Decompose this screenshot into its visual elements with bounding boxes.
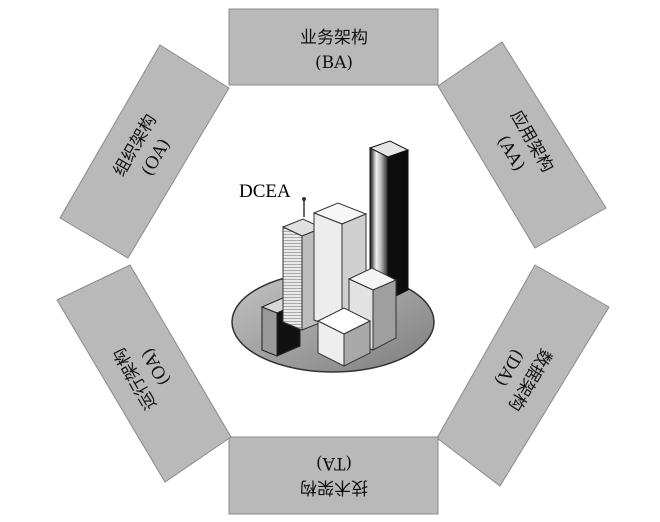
segment-oa-run: 运行架构 (OA): [56, 264, 232, 483]
segment-ba-abbr: (BA): [315, 53, 353, 73]
segment-ta-abbr: (TA): [316, 453, 352, 473]
segment-oa-org-shape: [59, 44, 230, 259]
segment-aa: 应用架构 (AA): [437, 41, 607, 249]
building-tall-tower: [368, 140, 410, 301]
segment-aa-shape: [437, 41, 607, 249]
segment-ba-shape: [228, 8, 439, 86]
segment-ta-name: 技术架构: [300, 477, 368, 497]
segment-oa-run-shape: [56, 264, 232, 483]
segment-ba: 业务架构 (BA): [228, 8, 439, 86]
segment-ta-shape: [228, 436, 439, 515]
city-illustration: [231, 140, 435, 373]
segment-oa-org: 组织架构 (OA): [59, 44, 230, 259]
segment-da: 数据架构 (DA): [436, 264, 610, 487]
building-front-cube: [316, 307, 372, 367]
segment-ta: 技术架构 (TA): [228, 436, 439, 515]
segment-da-shape: [436, 264, 610, 487]
segment-ba-name: 业务架构: [300, 28, 368, 48]
center-label: DCEA: [239, 181, 291, 202]
